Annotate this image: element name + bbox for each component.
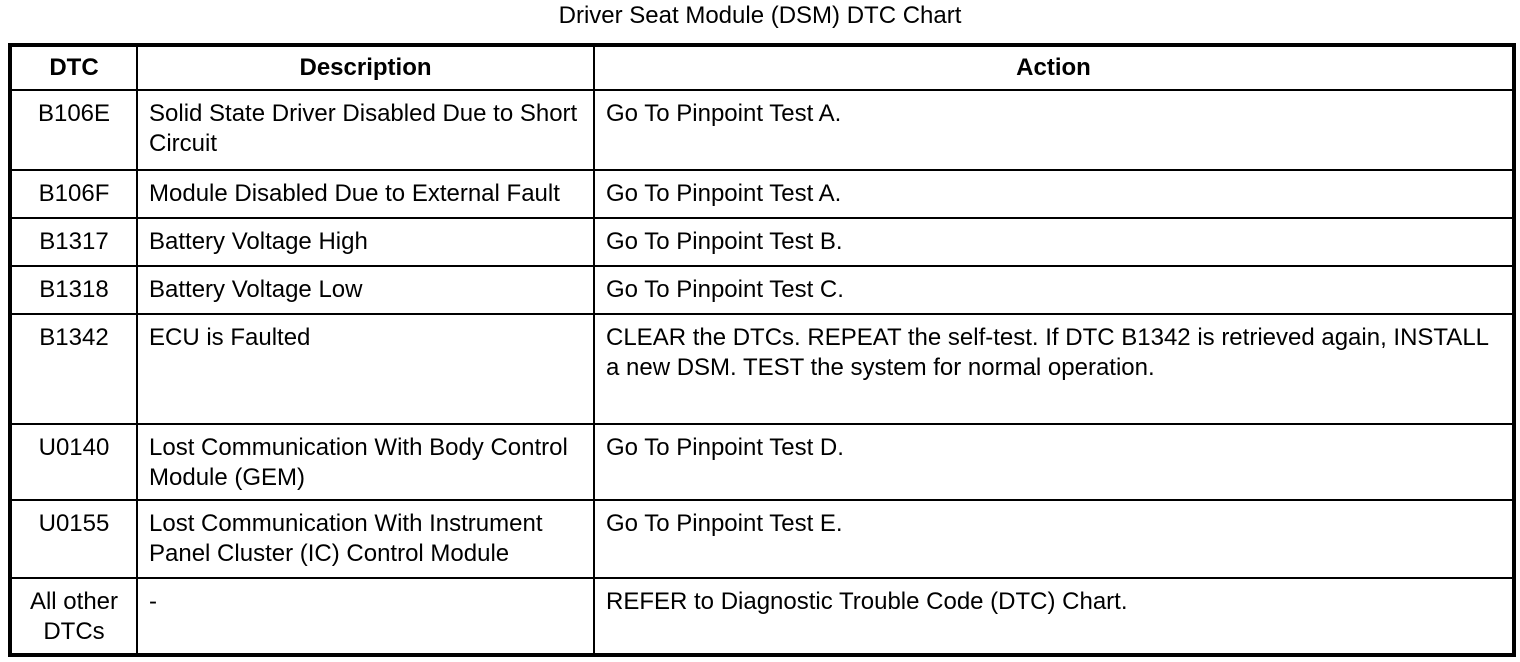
action-cell: Go To Pinpoint Test C. (593, 265, 1515, 315)
table-row: B1318 Battery Voltage Low Go To Pinpoint… (9, 265, 1515, 315)
column-header-action: Action (593, 44, 1515, 91)
page-title: Driver Seat Module (DSM) DTC Chart (558, 2, 962, 29)
table-row: B1342 ECU is Faulted CLEAR the DTCs. REP… (9, 313, 1515, 425)
action-cell: Go To Pinpoint Test D. (593, 423, 1515, 501)
column-header-dtc: DTC (9, 44, 138, 91)
description-cell: Solid State Driver Disabled Due to Short… (136, 89, 595, 171)
description-cell: Module Disabled Due to External Fault (136, 169, 595, 219)
table-row: U0140 Lost Communication With Body Contr… (9, 423, 1515, 501)
action-cell: CLEAR the DTCs. REPEAT the self-test. If… (593, 313, 1515, 425)
dtc-table-body: B106E Solid State Driver Disabled Due to… (9, 89, 1515, 656)
dtc-cell: B1317 (9, 217, 138, 267)
table-row: B1317 Battery Voltage High Go To Pinpoin… (9, 217, 1515, 267)
dtc-cell: B1342 (9, 313, 138, 425)
dtc-cell: B1318 (9, 265, 138, 315)
dtc-cell: B106F (9, 169, 138, 219)
table-row: U0155 Lost Communication With Instrument… (9, 499, 1515, 579)
description-cell: Lost Communication With Instrument Panel… (136, 499, 595, 579)
action-cell: Go To Pinpoint Test A. (593, 89, 1515, 171)
description-cell: Lost Communication With Body Control Mod… (136, 423, 595, 501)
table-row: B106E Solid State Driver Disabled Due to… (9, 89, 1515, 171)
table-row: B106F Module Disabled Due to External Fa… (9, 169, 1515, 219)
table-row: All other DTCs - REFER to Diagnostic Tro… (9, 577, 1515, 656)
column-header-description: Description (136, 44, 595, 91)
action-cell: Go To Pinpoint Test B. (593, 217, 1515, 267)
action-cell: REFER to Diagnostic Trouble Code (DTC) C… (593, 577, 1515, 656)
description-cell: ECU is Faulted (136, 313, 595, 425)
dtc-cell: U0155 (9, 499, 138, 579)
description-cell: Battery Voltage Low (136, 265, 595, 315)
description-cell: Battery Voltage High (136, 217, 595, 267)
action-cell: Go To Pinpoint Test E. (593, 499, 1515, 579)
table-header: DTC Description Action (9, 44, 1515, 91)
header-row: DTC Description Action (9, 44, 1515, 91)
action-cell: Go To Pinpoint Test A. (593, 169, 1515, 219)
dtc-table: DTC Description Action B106E Solid State… (8, 43, 1516, 657)
dtc-cell: B106E (9, 89, 138, 171)
dtc-cell: All other DTCs (9, 577, 138, 656)
dtc-cell: U0140 (9, 423, 138, 501)
description-cell: - (136, 577, 595, 656)
